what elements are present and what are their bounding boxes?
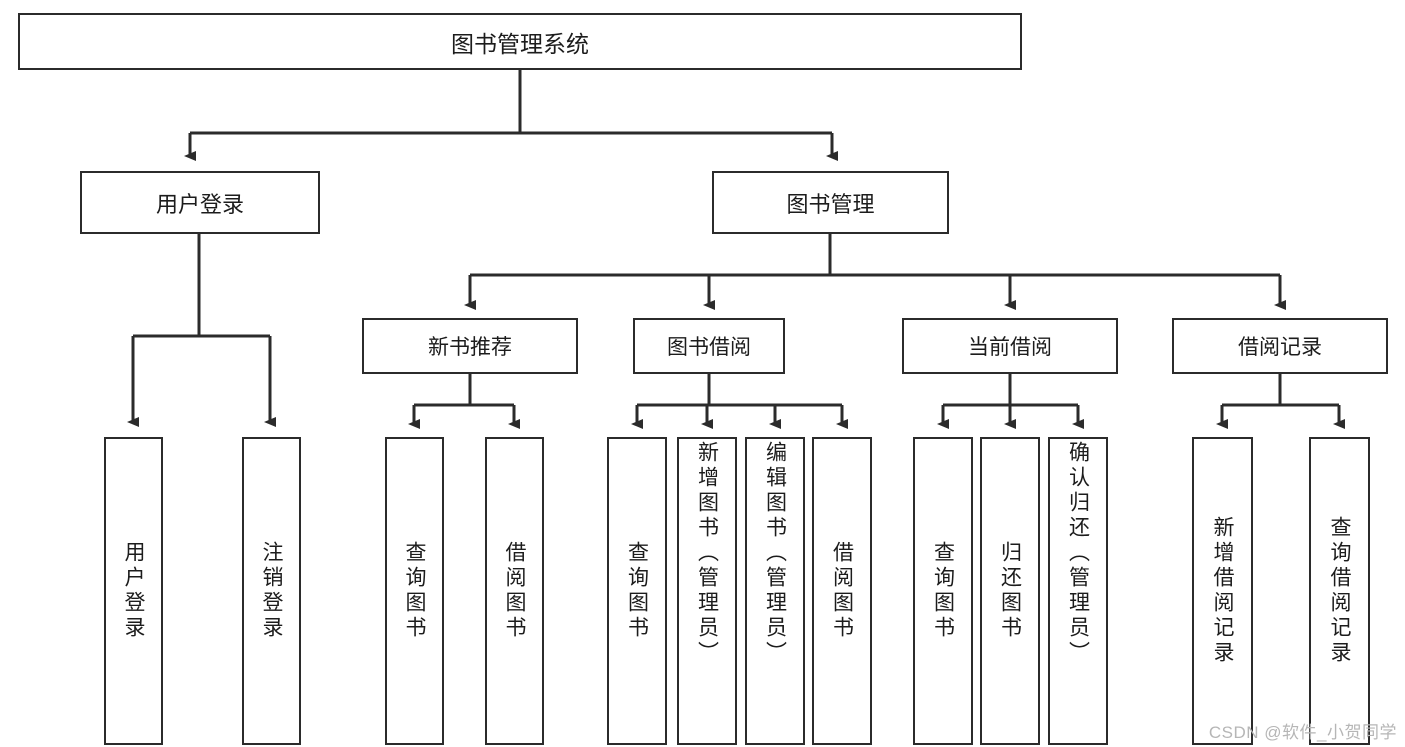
leaf-new-book-query[interactable]: 查询图书 — [385, 437, 444, 745]
node-label: 图书管理系统 — [451, 30, 589, 57]
leaf-inner: 确认归还（管理员） — [1050, 439, 1106, 745]
leaf-inner: 新增借阅记录 — [1194, 439, 1251, 743]
leaf-label: 借阅图书 — [503, 541, 526, 641]
leaf-book-borrow-borrow[interactable]: 借阅图书 — [812, 437, 872, 745]
leaf-label: 注销登录 — [260, 541, 283, 641]
node-user-login[interactable]: 用户登录 — [80, 171, 320, 234]
leaf-label: 新增借阅记录 — [1211, 516, 1234, 666]
leaf-label: 查询图书 — [403, 541, 426, 641]
node-label: 借阅记录 — [1238, 336, 1322, 359]
leaf-inner: 查询图书 — [609, 439, 665, 743]
leaf-label: 借阅图书 — [830, 541, 854, 641]
leaf-inner: 用户登录 — [106, 439, 161, 743]
node-current-borrow[interactable]: 当前借阅 — [902, 318, 1118, 374]
watermark: CSDN @软件_小贺同学 — [1208, 723, 1397, 742]
leaf-borrow-record-add[interactable]: 新增借阅记录 — [1192, 437, 1253, 745]
leaf-label: 查询借阅记录 — [1328, 516, 1351, 666]
leaf-inner: 注销登录 — [244, 439, 299, 743]
node-label: 用户登录 — [155, 191, 244, 217]
leaf-inner: 编辑图书（管理员） — [747, 439, 803, 745]
leaf-user-login-logout[interactable]: 注销登录 — [242, 437, 301, 745]
leaf-user-login-login[interactable]: 用户登录 — [104, 437, 163, 745]
node-label: 图书管理 — [786, 191, 875, 217]
leaf-inner: 查询借阅记录 — [1311, 439, 1368, 743]
leaf-label: 确认归还（管理员） — [1066, 441, 1090, 666]
leaf-label: 编辑图书（管理员） — [763, 441, 787, 666]
node-root-system[interactable]: 图书管理系统 — [18, 13, 1022, 70]
leaf-inner: 归还图书 — [982, 439, 1038, 743]
leaf-book-borrow-edit[interactable]: 编辑图书（管理员） — [745, 437, 805, 745]
leaf-book-borrow-add[interactable]: 新增图书（管理员） — [677, 437, 737, 745]
node-label: 新书推荐 — [428, 336, 512, 359]
leaf-book-borrow-query[interactable]: 查询图书 — [607, 437, 667, 745]
leaf-label: 归还图书 — [998, 541, 1022, 641]
leaf-current-borrow-query[interactable]: 查询图书 — [913, 437, 973, 745]
leaf-label: 新增图书（管理员） — [695, 441, 719, 666]
leaf-inner: 查询图书 — [387, 439, 442, 743]
leaf-inner: 借阅图书 — [487, 439, 542, 743]
node-borrow-record[interactable]: 借阅记录 — [1172, 318, 1388, 374]
leaf-new-book-borrow[interactable]: 借阅图书 — [485, 437, 544, 745]
leaf-borrow-record-query[interactable]: 查询借阅记录 — [1309, 437, 1370, 745]
leaf-inner: 借阅图书 — [814, 439, 870, 743]
node-book-borrow[interactable]: 图书借阅 — [633, 318, 785, 374]
node-new-book-recommend[interactable]: 新书推荐 — [362, 318, 578, 374]
leaf-current-borrow-confirm[interactable]: 确认归还（管理员） — [1048, 437, 1108, 745]
node-label: 当前借阅 — [968, 336, 1052, 359]
leaf-label: 查询图书 — [931, 541, 955, 641]
node-book-management[interactable]: 图书管理 — [712, 171, 949, 234]
leaf-inner: 新增图书（管理员） — [679, 439, 735, 745]
leaf-label: 用户登录 — [122, 541, 145, 641]
leaf-current-borrow-return[interactable]: 归还图书 — [980, 437, 1040, 745]
leaf-inner: 查询图书 — [915, 439, 971, 743]
node-label: 图书借阅 — [667, 336, 751, 359]
leaf-label: 查询图书 — [625, 541, 649, 641]
